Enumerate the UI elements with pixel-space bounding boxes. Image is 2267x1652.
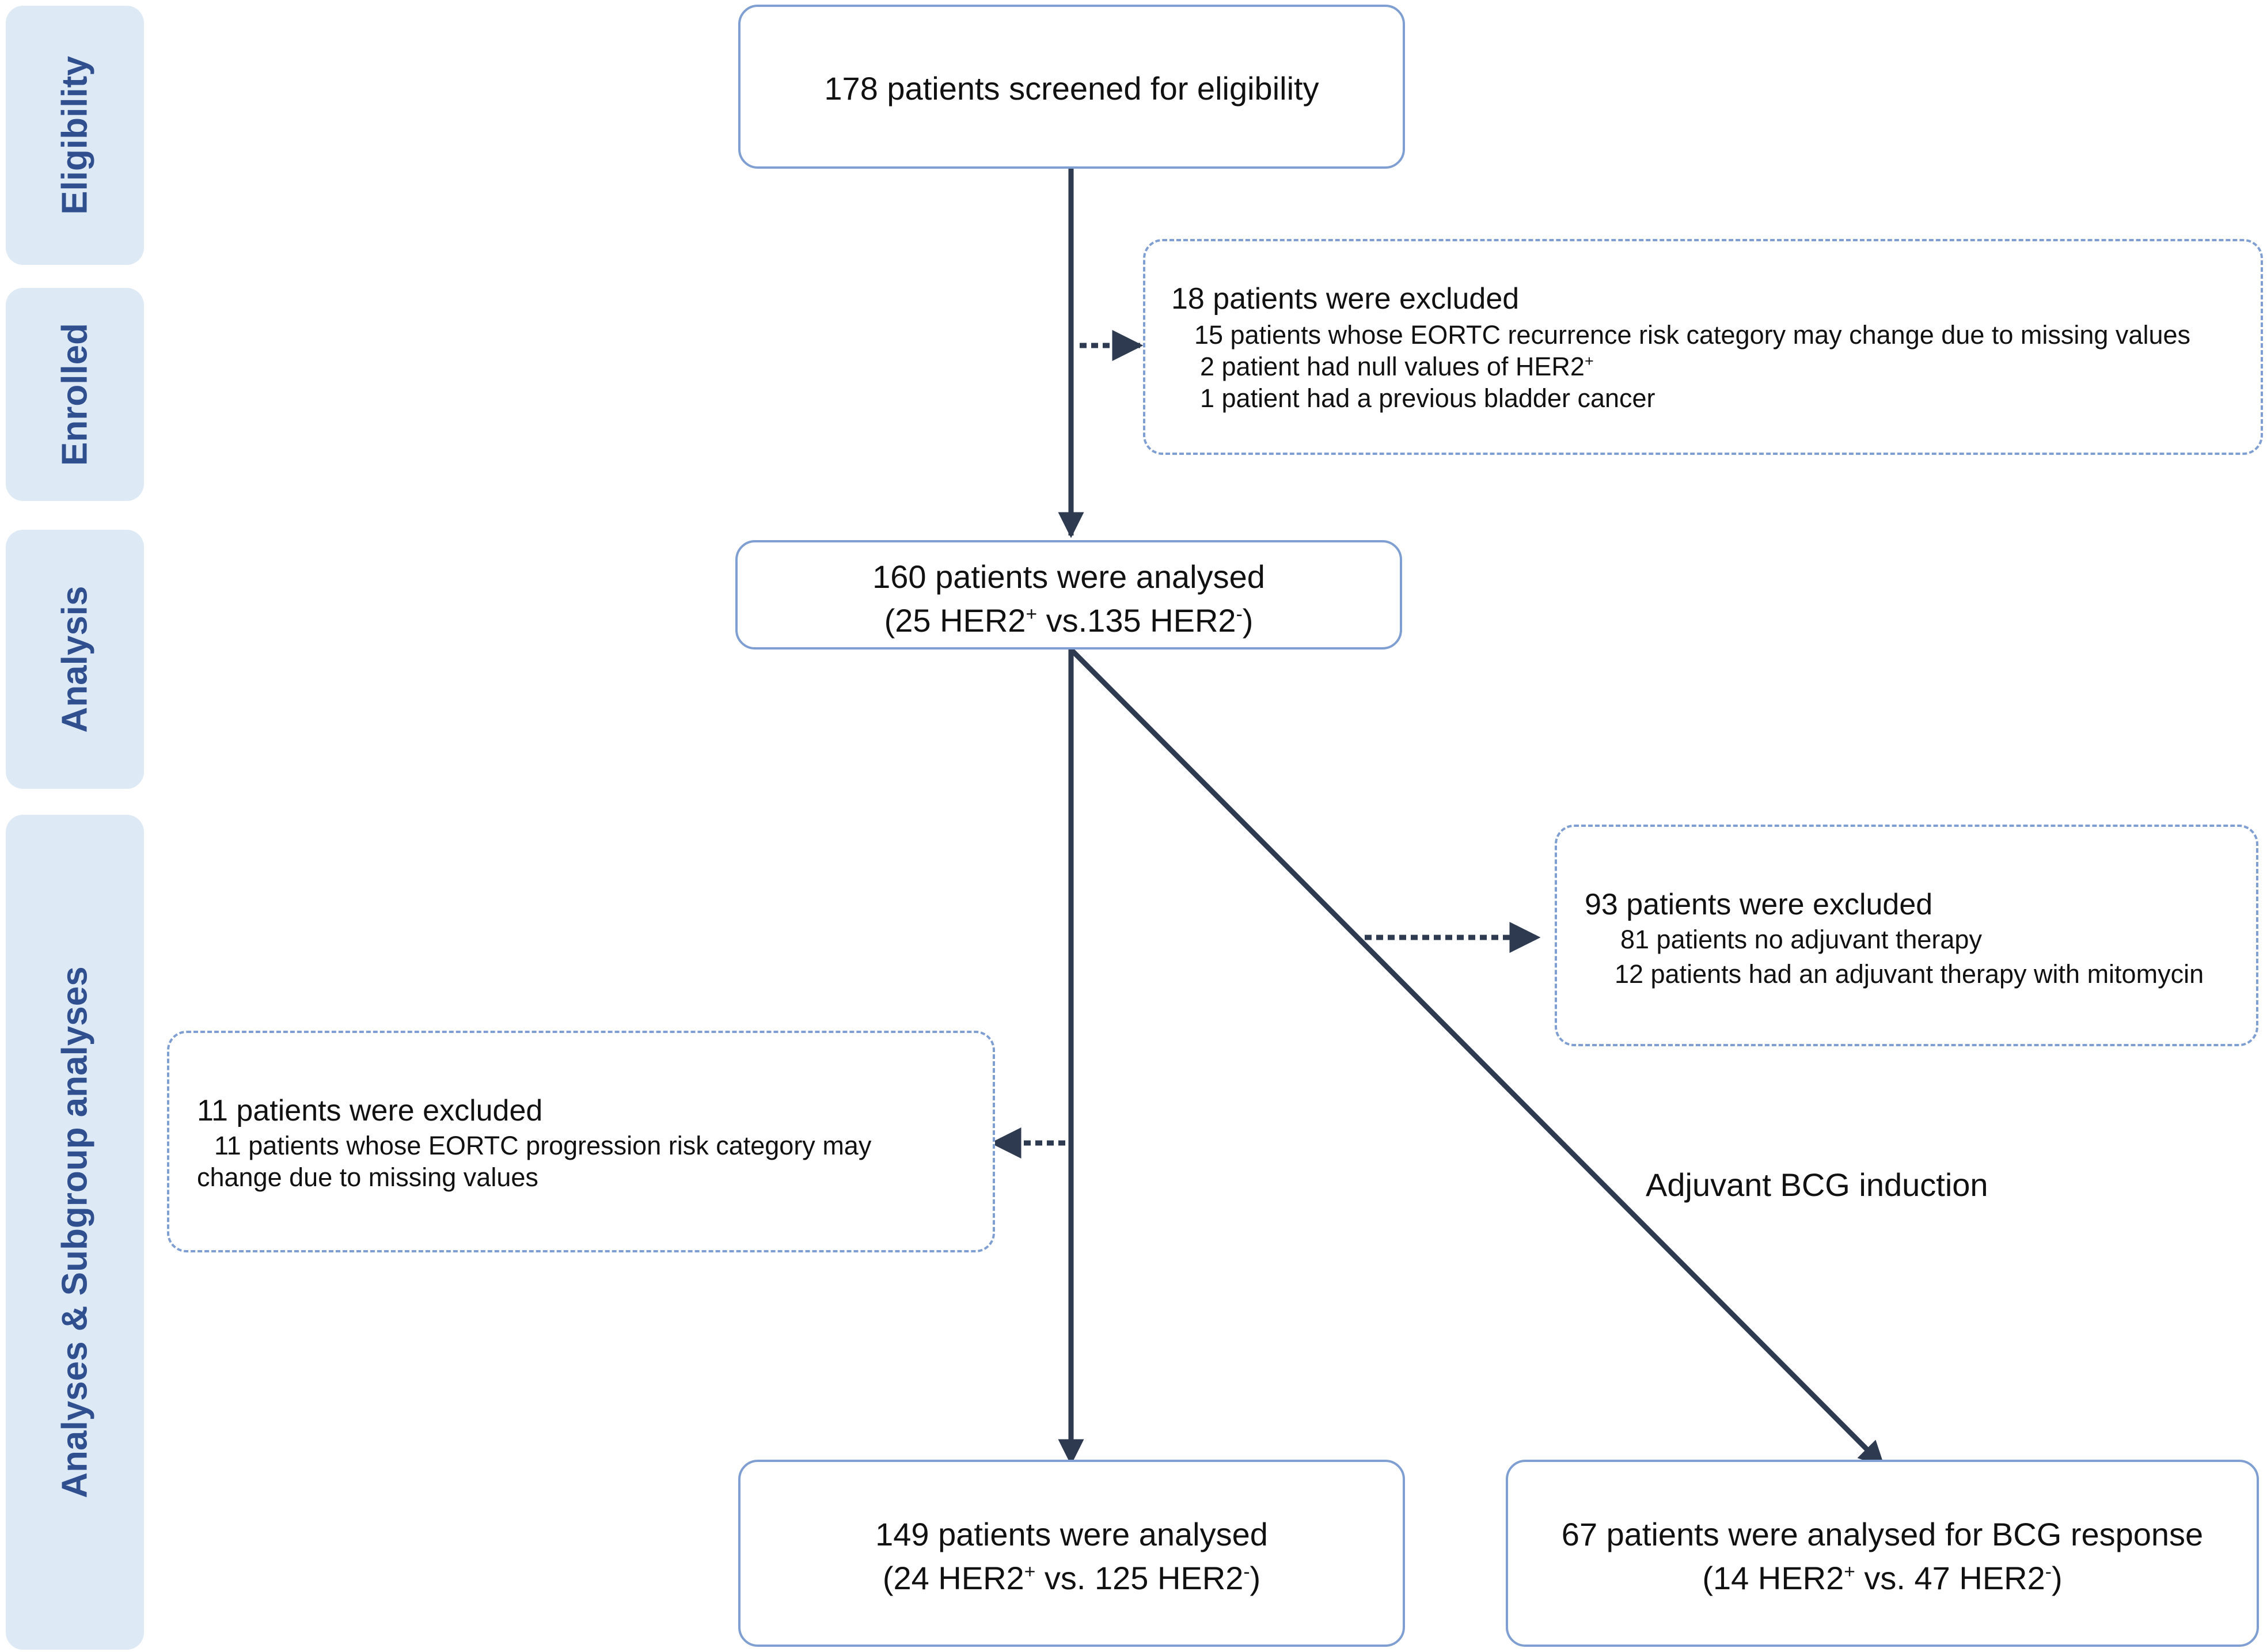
exclusion-2-item: 12 patients had an adjuvant therapy with… (1615, 959, 2204, 989)
count-text: (14 HER2 (1702, 1560, 1844, 1596)
screened-box: 178 patients screened for eligibility (738, 5, 1405, 169)
superscript-minus: - (1236, 603, 1243, 625)
count-text: vs. 47 HER2 (1855, 1560, 2045, 1596)
superscript-minus: - (1243, 1561, 1250, 1583)
stage-band-analysis: Analysis (6, 530, 144, 789)
exclusion-1-item: 15 patients whose EORTC recurrence risk … (1194, 320, 2190, 350)
analysed-149-box: 149 patients were analysed (24 HER2+ vs.… (738, 1460, 1405, 1647)
exclusion-box-2: 93 patients were excluded 81 patients no… (1555, 825, 2258, 1046)
arrow-analysed-to-67 (1069, 647, 1885, 1468)
analysed-160-line1: 160 patients were analysed (872, 559, 1265, 595)
analysed-149-line2: (24 HER2+ vs. 125 HER2-) (741, 1556, 1403, 1600)
analysed-160-line2: (25 HER2+ vs.135 HER2-) (738, 599, 1400, 643)
count-text: vs. 125 HER2 (1035, 1560, 1244, 1596)
exclusion-2-title: 93 patients were excluded (1585, 888, 1933, 921)
stage-band-enrolled: Enrolled (6, 288, 144, 501)
analysed-67-line1: 67 patients were analysed for BCG respon… (1561, 1516, 2204, 1552)
exclusion-3-title: 11 patients were excluded (197, 1094, 543, 1127)
analysed-160-box: 160 patients were analysed (25 HER2+ vs.… (735, 540, 1402, 650)
exclusion-1-item: 1 patient had a previous bladder cancer (1200, 383, 1655, 413)
exclusion-1-item-text: 2 patient had null values of HER2 (1200, 352, 1585, 381)
screened-text: 178 patients screened for eligibility (824, 70, 1319, 107)
superscript-plus: + (1026, 603, 1038, 625)
exclusion-3-item: change due to missing values (197, 1163, 538, 1192)
closing-paren: ) (1242, 602, 1254, 639)
exclusion-2-item: 81 patients no adjuvant therapy (1620, 925, 1982, 954)
exclusion-box-3: 11 patients were excluded 11 patients wh… (167, 1031, 995, 1252)
closing-paren: ) (1250, 1560, 1261, 1596)
count-text: vs.135 HER2 (1037, 602, 1236, 639)
stage-band-eligibility: Eligibility (6, 6, 144, 265)
count-text: (24 HER2 (882, 1560, 1024, 1596)
exclusion-1-title: 18 patients were excluded (1171, 282, 1520, 316)
exclusion-3-item: 11 patients whose EORTC progression risk… (214, 1131, 872, 1160)
superscript-plus: + (1584, 352, 1594, 370)
superscript-plus: + (1024, 1561, 1036, 1583)
superscript-minus: - (2045, 1561, 2052, 1583)
exclusion-box-1: 18 patients were excluded 15 patients wh… (1143, 239, 2263, 455)
stage-band-subgroup: Analyses & Subgroup analyses (6, 815, 144, 1650)
analysed-67-box: 67 patients were analysed for BCG respon… (1506, 1460, 2259, 1647)
superscript-plus: + (1844, 1561, 1855, 1583)
closing-paren: ) (2051, 1560, 2063, 1596)
exclusion-1-item: 2 patient had null values of HER2+ (1200, 352, 1594, 382)
analysed-67-line2: (14 HER2+ vs. 47 HER2-) (1508, 1556, 2257, 1600)
branch-label-bcg: Adjuvant BCG induction (1646, 1167, 1988, 1203)
analysed-149-line1: 149 patients were analysed (875, 1516, 1268, 1552)
count-text: (25 HER2 (884, 602, 1026, 639)
